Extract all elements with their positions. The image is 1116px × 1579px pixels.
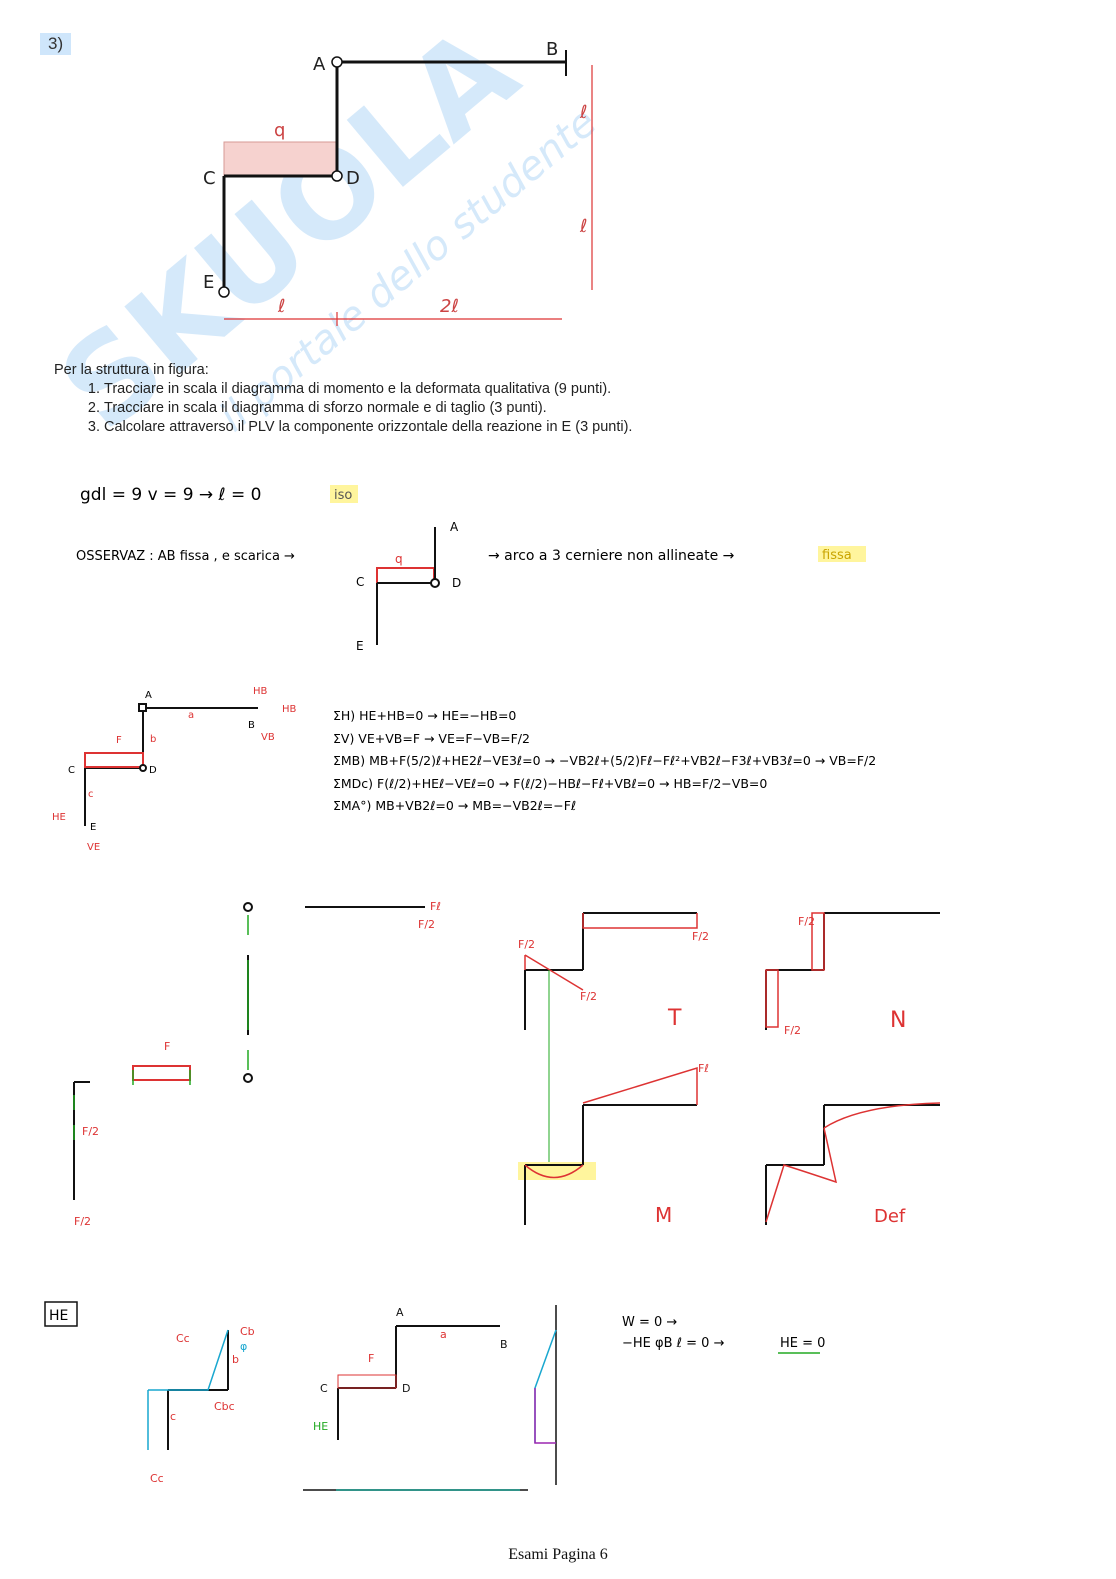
task-item-2: Tracciare in scala il diagramma di sforz… [104, 399, 632, 418]
N-title: N [890, 1008, 906, 1033]
fbd-VB: VB [261, 732, 275, 743]
label-D: D [346, 168, 360, 189]
fbd-E: E [90, 822, 96, 833]
moment-diagram [524, 1066, 698, 1225]
plv-F: F [368, 1352, 374, 1365]
plv-Cc2: Cc [150, 1472, 164, 1485]
label-C: C [203, 168, 216, 189]
fbd-C: C [68, 765, 75, 776]
fbd-A: A [145, 690, 152, 701]
fbd-c: c [88, 789, 94, 800]
fbd-HB: HB [282, 704, 297, 715]
eq-sum-md: ΣMDc) F(ℓ/2)+HEℓ−VEℓ=0 → F(ℓ/2)−HBℓ−Fℓ+V… [333, 776, 767, 791]
T-val-2: F/2 [580, 990, 597, 1003]
plv-Cbc: Cbc [214, 1400, 235, 1413]
part-F2b: F/2 [82, 1125, 99, 1138]
free-body-diagram [84, 703, 258, 826]
label-A: A [313, 54, 326, 75]
plv-Cc: Cc [176, 1332, 190, 1345]
fbd-MB: HB [253, 686, 268, 697]
Def-title: Def [874, 1206, 906, 1227]
dim-2l: 2ℓ [440, 296, 459, 317]
dim-l1: ℓ [579, 102, 587, 123]
eq-sum-v: ΣV) VE+VB=F → VE=F−VB=F/2 [333, 731, 530, 746]
part-F2c: F/2 [74, 1215, 91, 1228]
plv-phi: φ [240, 1340, 247, 1353]
N-val-1: F/2 [798, 915, 815, 928]
part-F2a: F/2 [418, 918, 435, 931]
N-val-2: F/2 [784, 1024, 801, 1037]
fbd-HE: HE [52, 812, 66, 823]
page-footer: Esami Pagina 6 [508, 1546, 608, 1563]
fbd-B: B [248, 720, 255, 731]
fbd-a: a [188, 710, 194, 721]
arch-note: → arco a 3 cerniere non allineate → [488, 548, 735, 564]
fixed-note: fissa [822, 548, 852, 563]
M-val: Fℓ [698, 1062, 709, 1075]
label-q: q [274, 120, 285, 141]
plv-D: D [402, 1382, 410, 1395]
T-val-3: F/2 [692, 930, 709, 943]
part-Fl: Fℓ [430, 900, 441, 913]
fbd-F: F [116, 735, 122, 746]
plv-a: a [440, 1328, 447, 1341]
task-item-3: Calcolare attraverso il PLV la component… [104, 418, 632, 437]
observation-note: OSSERVAZ : AB fissa , e scarica → [76, 549, 295, 564]
deformed-shape [765, 1102, 941, 1225]
plv-mechanism [147, 1305, 557, 1491]
plv-b: b [232, 1353, 239, 1366]
dim-l3: ℓ [277, 296, 285, 317]
shear-diagram [524, 912, 698, 1170]
small-label-C: C [356, 575, 364, 589]
small-label-D: D [452, 576, 461, 590]
M-title: M [655, 1203, 672, 1227]
structure-figure [218, 50, 593, 326]
separated-parts [73, 902, 425, 1200]
fbd-b: b [150, 734, 156, 745]
eq-sum-h: ΣH) HE+HB=0 → HE=−HB=0 [333, 708, 516, 723]
iso-note: iso [334, 488, 352, 503]
distributed-load-q [223, 141, 337, 177]
plv-C: C [320, 1382, 328, 1395]
part-F: F [164, 1040, 170, 1053]
fbd-D: D [149, 765, 157, 776]
dof-note: gdl = 9 v = 9 → ℓ = 0 [80, 485, 261, 505]
eq-sum-mb: ΣMB) MB+F(5/2)ℓ+HE2ℓ−VE3ℓ=0 → −VB2ℓ+(5/2… [333, 753, 876, 768]
eq-sum-ma: ΣMA°) MB+VB2ℓ=0 → MB=−VB2ℓ=−Fℓ [333, 798, 576, 813]
small-label-A: A [450, 520, 459, 534]
small-label-E: E [356, 639, 364, 653]
label-E: E [203, 272, 214, 293]
plv-c: c [170, 1410, 176, 1423]
fbd-VE: VE [87, 842, 100, 853]
plv-box-HE: HE [49, 1308, 68, 1324]
label-B: B [546, 39, 558, 60]
problem-number: 3) [40, 33, 72, 55]
plv-A: A [396, 1306, 404, 1319]
normal-force-diagram [765, 912, 940, 1030]
task-intro: Per la struttura in figura: [54, 362, 209, 378]
dim-l2: ℓ [579, 216, 587, 237]
task-text: Per la struttura in figura: Tracciare in… [54, 361, 632, 437]
small-structure [376, 527, 440, 645]
equilibrium-equations: ΣH) HE+HB=0 → HE=−HB=0 ΣV) VE+VB=F → VE=… [333, 708, 876, 813]
plv-eq1: W = 0 → [622, 1315, 677, 1330]
plv-eq2: −HE φB ℓ = 0 → [622, 1336, 725, 1351]
plv-HE: HE [313, 1420, 328, 1433]
plv-Cb: Cb [240, 1325, 255, 1338]
plv-B: B [500, 1338, 508, 1351]
small-label-q: q [395, 552, 403, 566]
T-val-1: F/2 [518, 938, 535, 951]
plv-result: HE = 0 [780, 1336, 825, 1351]
T-title: T [667, 1006, 682, 1031]
task-item-1: Tracciare in scala il diagramma di momen… [104, 380, 632, 399]
